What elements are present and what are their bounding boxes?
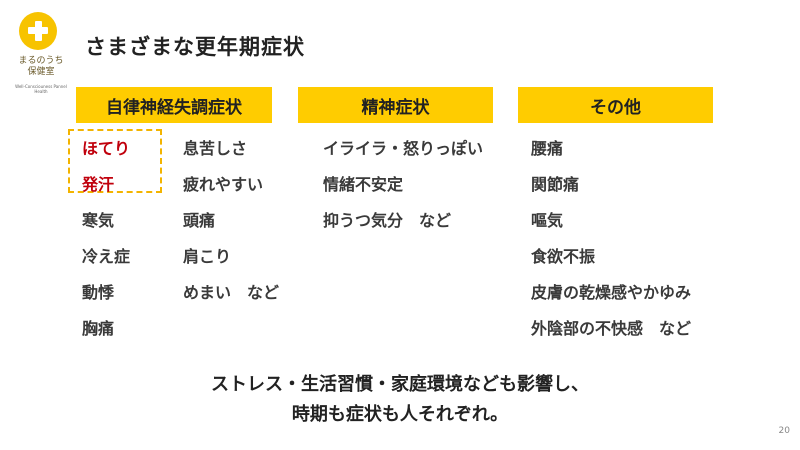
symptom-item: 抑うつ気分 など xyxy=(323,211,452,230)
header-mental: 精神症状 xyxy=(298,87,493,123)
symptom-item: 外陰部の不快感 など xyxy=(531,319,692,338)
symptom-item: 寒気 xyxy=(82,211,115,230)
symptom-item: 息苦しさ xyxy=(183,139,248,158)
symptom-item: 関節痛 xyxy=(531,175,580,194)
logo-text-line1: まるのうち xyxy=(18,56,64,66)
symptom-item: 胸痛 xyxy=(82,319,115,338)
symptom-item: ほてり xyxy=(82,139,131,158)
symptom-item: 冷え症 xyxy=(82,247,131,266)
page-title: さまざまな更年期症状 xyxy=(85,35,305,59)
symptom-item: 食欲不振 xyxy=(531,247,596,266)
symptom-item: 発汗 xyxy=(82,175,115,194)
symptom-item: めまい など xyxy=(183,283,280,302)
symptom-item: イライラ・怒りっぽい xyxy=(323,139,484,158)
symptom-item: 頭痛 xyxy=(183,211,216,230)
symptom-item: 皮膚の乾燥感やかゆみ xyxy=(531,283,692,302)
logo-text: まるのうち 保健室 xyxy=(14,56,68,78)
header-other: その他 xyxy=(518,87,713,123)
highlight-box xyxy=(68,129,162,193)
logo: まるのうち 保健室 Well-Consciouness Pannel Healt… xyxy=(14,10,67,94)
footer-line-2: 時期も症状も人それぞれ。 xyxy=(291,404,509,425)
symptom-item: 情緒不安定 xyxy=(323,175,404,194)
symptom-item: 腰痛 xyxy=(531,139,564,158)
symptom-item: 肩こり xyxy=(183,247,232,266)
header-autonomic: 自律神経失調症状 xyxy=(76,87,272,123)
footer-line-1: ストレス・生活習慣・家庭環境なども影響し、 xyxy=(211,374,589,395)
plus-icon-vertical xyxy=(34,20,42,41)
symptom-item: 動悸 xyxy=(82,283,115,302)
page-number: 20 xyxy=(778,426,790,436)
symptom-item: 疲れやすい xyxy=(183,175,264,194)
logo-text-line2: 保健室 xyxy=(27,67,55,77)
symptom-item: 嘔気 xyxy=(531,211,564,230)
logo-subtext: Well-Consciouness Pannel Health xyxy=(15,84,67,94)
